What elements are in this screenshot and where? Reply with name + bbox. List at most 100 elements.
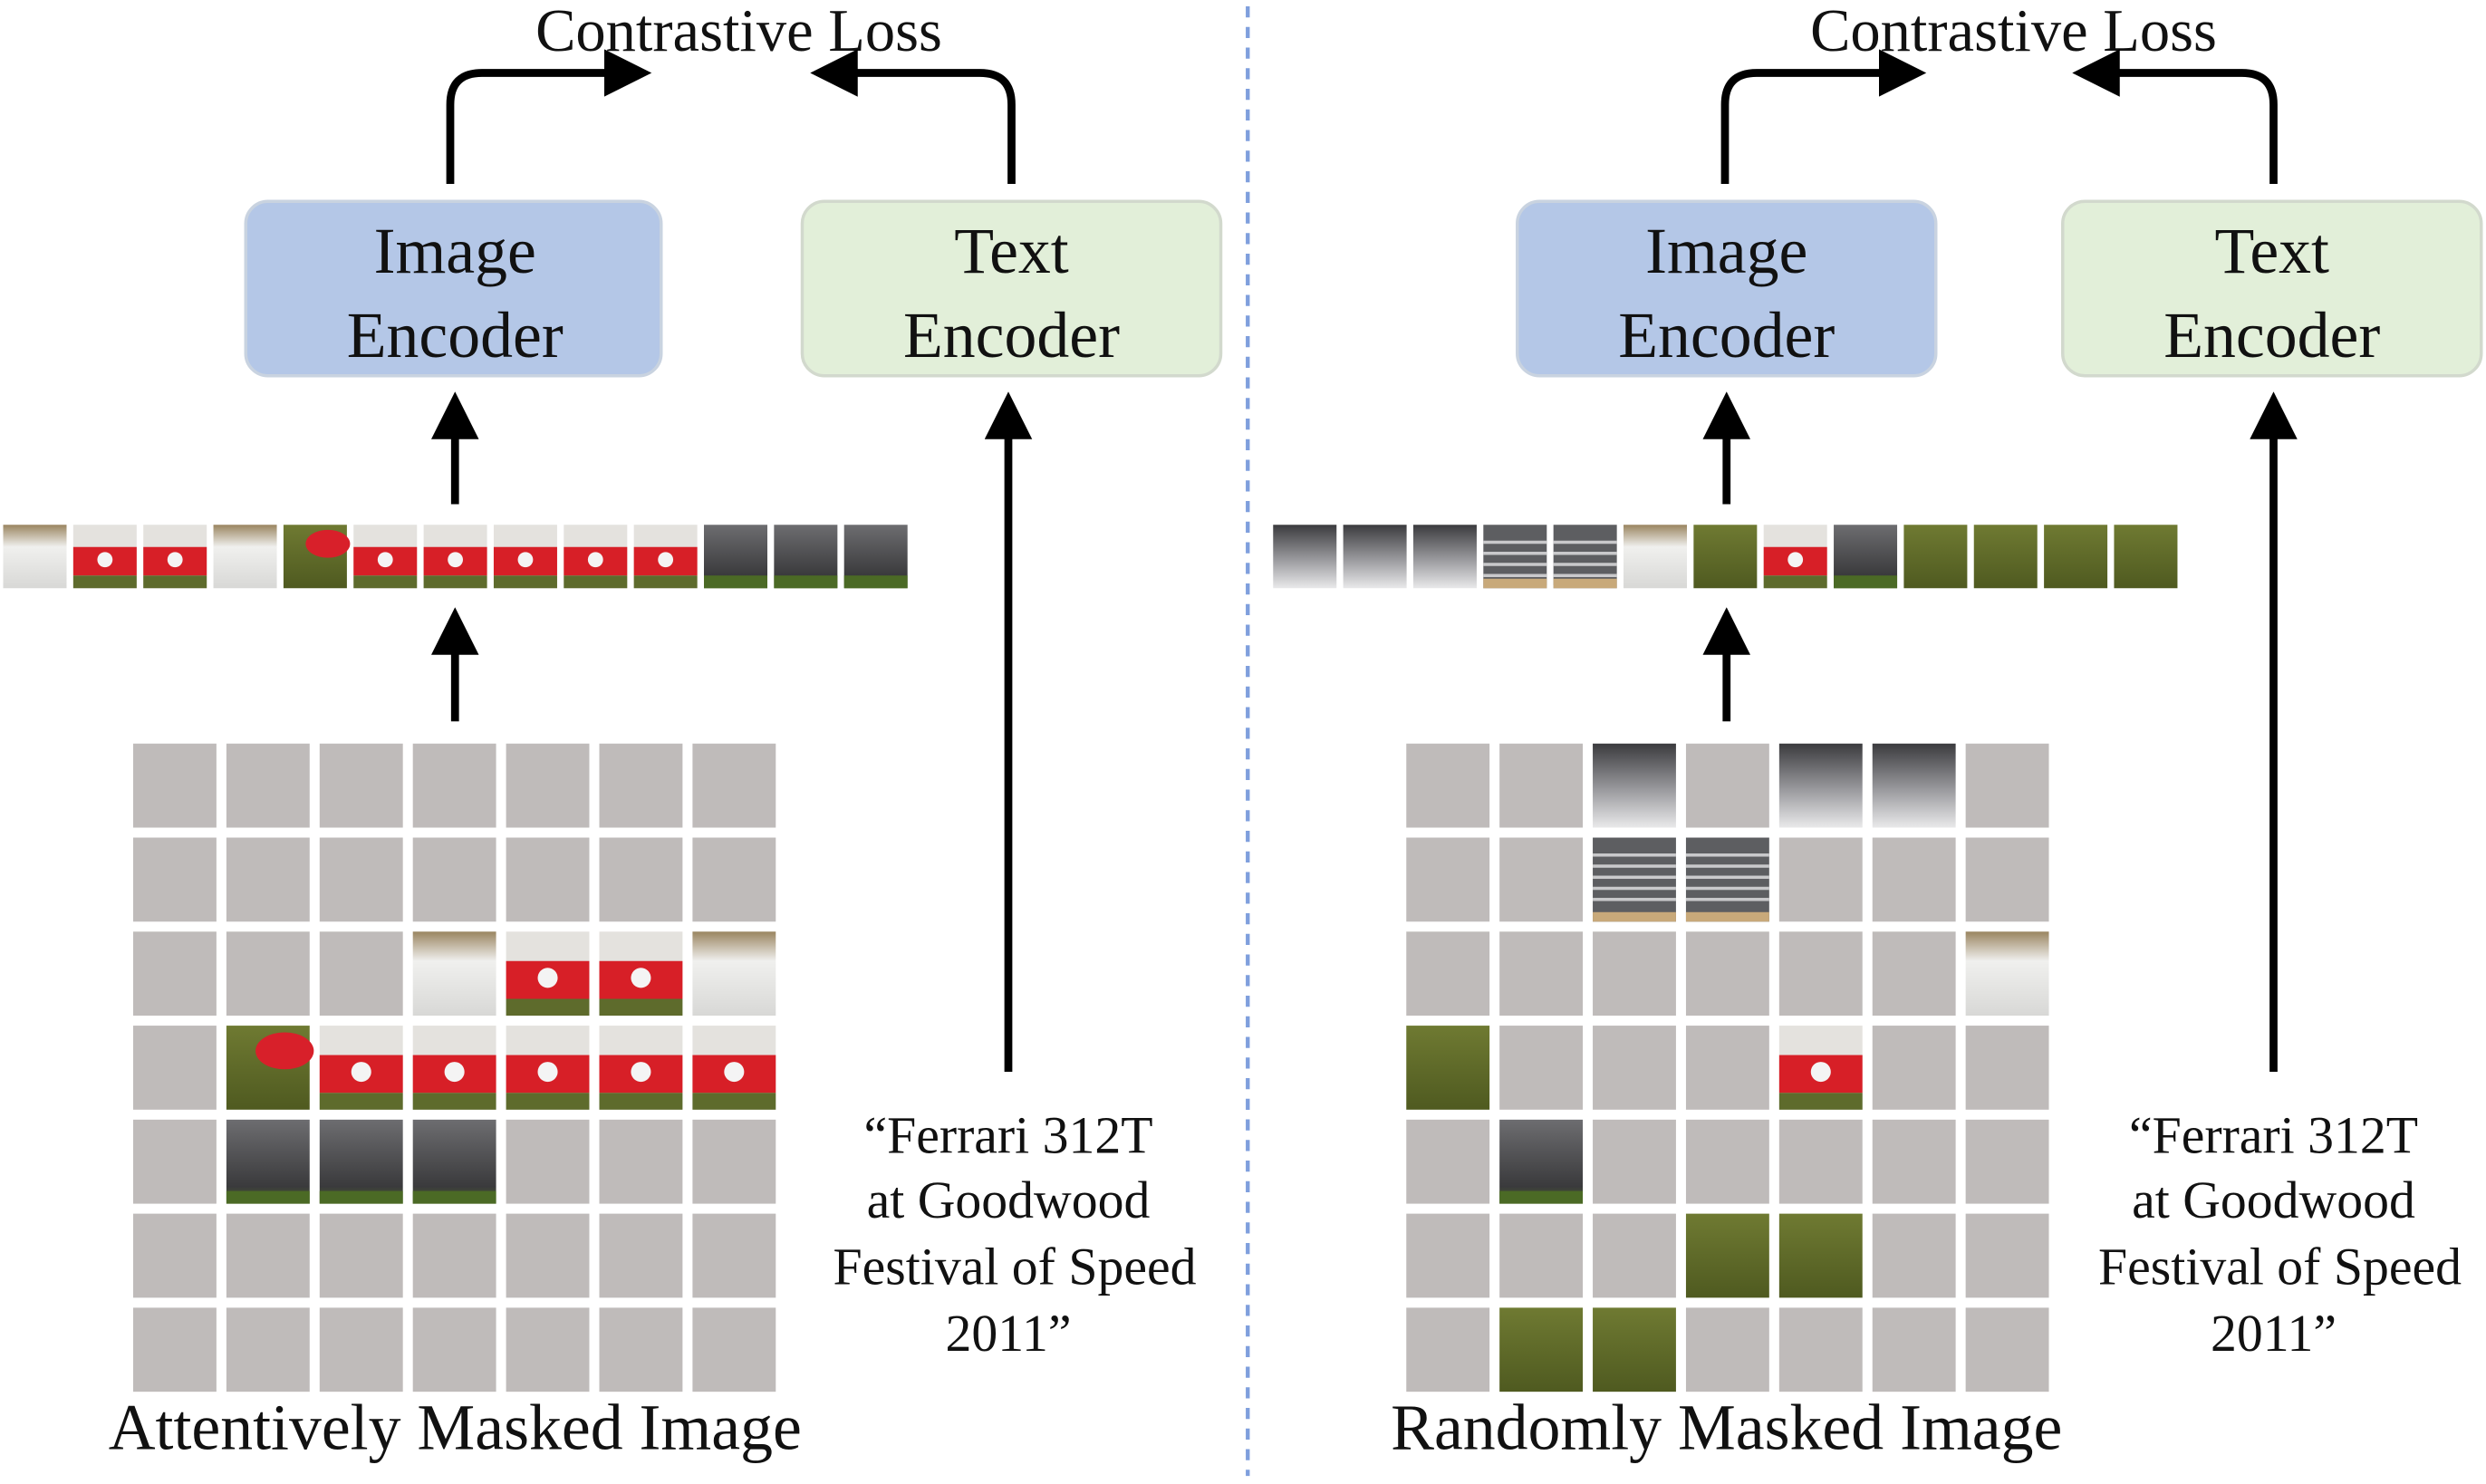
masked-patch (412, 837, 496, 922)
image-encoder-line2: Encoder (1618, 299, 1835, 371)
token-patch (1693, 525, 1758, 589)
masked-patch (226, 931, 310, 1017)
contrastive-loss-label: Contrastive Loss (535, 0, 942, 64)
token-patch (1412, 525, 1477, 589)
masked-patch (1872, 1026, 1956, 1110)
masked-patch (506, 1213, 590, 1298)
masked-patch (1965, 743, 2049, 828)
caption-quote-line4: 2011” (946, 1306, 1072, 1363)
masked-patch (1593, 1213, 1676, 1298)
visible-patch (599, 1026, 683, 1110)
visible-patch (319, 1026, 403, 1110)
image-to-loss-arrow (446, 49, 652, 184)
masked-patch (1499, 837, 1584, 922)
visible-patch (1499, 1119, 1584, 1204)
masked-patch (1406, 1307, 1490, 1392)
visible-patch (226, 1119, 310, 1204)
visible-patch (1499, 1307, 1584, 1392)
masked-patch (1872, 1213, 1956, 1298)
caption-quote-line3: Festival of Speed (833, 1239, 1197, 1296)
visible-patch (692, 931, 776, 1017)
masked-patch (226, 1307, 310, 1392)
masked-patch (133, 931, 217, 1017)
token-patch (774, 525, 838, 589)
token-patch (704, 525, 767, 589)
visible-patch (1685, 837, 1769, 922)
masked-patch (692, 837, 776, 922)
masked-patch (133, 743, 217, 828)
image-encoder-box (1516, 199, 1938, 378)
masked-patch (319, 931, 403, 1017)
token-patch (1834, 525, 1898, 589)
visible-patch (1778, 1026, 1863, 1110)
visible-patch (1593, 1307, 1676, 1392)
masked-patch (1406, 1213, 1490, 1298)
text-encoder-line1: Text (954, 215, 1069, 287)
masked-patch (226, 1213, 310, 1298)
visible-patch (506, 931, 590, 1017)
masked-patch (1406, 743, 1490, 828)
masked-patch (506, 837, 590, 922)
masked-patch (599, 1119, 683, 1204)
masked-patch (1965, 1307, 2049, 1392)
masked-patch (412, 1213, 496, 1298)
masked-patch (1965, 1026, 2049, 1110)
token-patch (3, 525, 67, 589)
masked-patch (1593, 931, 1676, 1017)
visible-patch (1593, 837, 1676, 922)
masked-patch (319, 743, 403, 828)
masked-patch (599, 1213, 683, 1298)
masked-patch (506, 1119, 590, 1204)
masked-patch (1685, 743, 1769, 828)
visible-patch (1872, 743, 1956, 828)
caption-quote-line2: at Goodwood (867, 1172, 1151, 1229)
visible-patch (412, 931, 496, 1017)
text-to-loss-arrow (810, 49, 1016, 184)
token-patch (213, 525, 277, 589)
token-patch (2114, 525, 2178, 589)
masked-patch (1499, 931, 1584, 1017)
token-patch (423, 525, 487, 589)
text-to-loss-arrow (2072, 49, 2278, 184)
visible-patch (692, 1026, 776, 1110)
visible-patch (319, 1119, 403, 1204)
masked-patch (1406, 837, 1490, 922)
masked-patch (506, 1307, 590, 1392)
masked-patch (1685, 1119, 1769, 1204)
masked-patch (1872, 1307, 1956, 1392)
masked-patch (412, 1307, 496, 1392)
masked-patch (692, 1119, 776, 1204)
masked-patch (1778, 1307, 1863, 1392)
masked-patch (1778, 931, 1863, 1017)
masked-patch (1872, 837, 1956, 922)
token-patch (143, 525, 207, 589)
image-encoder-line1: Image (1645, 215, 1807, 287)
left-panel: Contrastive Loss Image Encoder Text Enco… (3, 0, 1223, 1464)
text-encoder-box (2061, 199, 2483, 378)
token-patch (1483, 525, 1547, 589)
masked-patch (1499, 1026, 1584, 1110)
visible-patch (1685, 1213, 1769, 1298)
visible-patch (506, 1026, 590, 1110)
token-patch (1343, 525, 1407, 589)
masked-patch (1872, 1119, 1956, 1204)
visible-patch (1406, 1026, 1490, 1110)
masked-patch (133, 1213, 217, 1298)
masked-patch (1778, 1119, 1863, 1204)
masked-patch (133, 1026, 217, 1110)
caption-quote-line2: at Goodwood (2132, 1172, 2415, 1229)
masked-patch (1685, 1026, 1769, 1110)
token-patch (1973, 525, 2038, 589)
masked-patch (412, 743, 496, 828)
token-patch (633, 525, 698, 589)
token-patch (1763, 525, 1827, 589)
caption-quote-line1: “Ferrari 312T (2129, 1107, 2418, 1164)
masked-patch (133, 1307, 217, 1392)
masked-patch (319, 837, 403, 922)
masked-patch (692, 1307, 776, 1392)
token-patch (283, 525, 351, 589)
token-patch (353, 525, 418, 589)
attentive-mask-grid (133, 743, 776, 1392)
visible-patch (412, 1119, 496, 1204)
